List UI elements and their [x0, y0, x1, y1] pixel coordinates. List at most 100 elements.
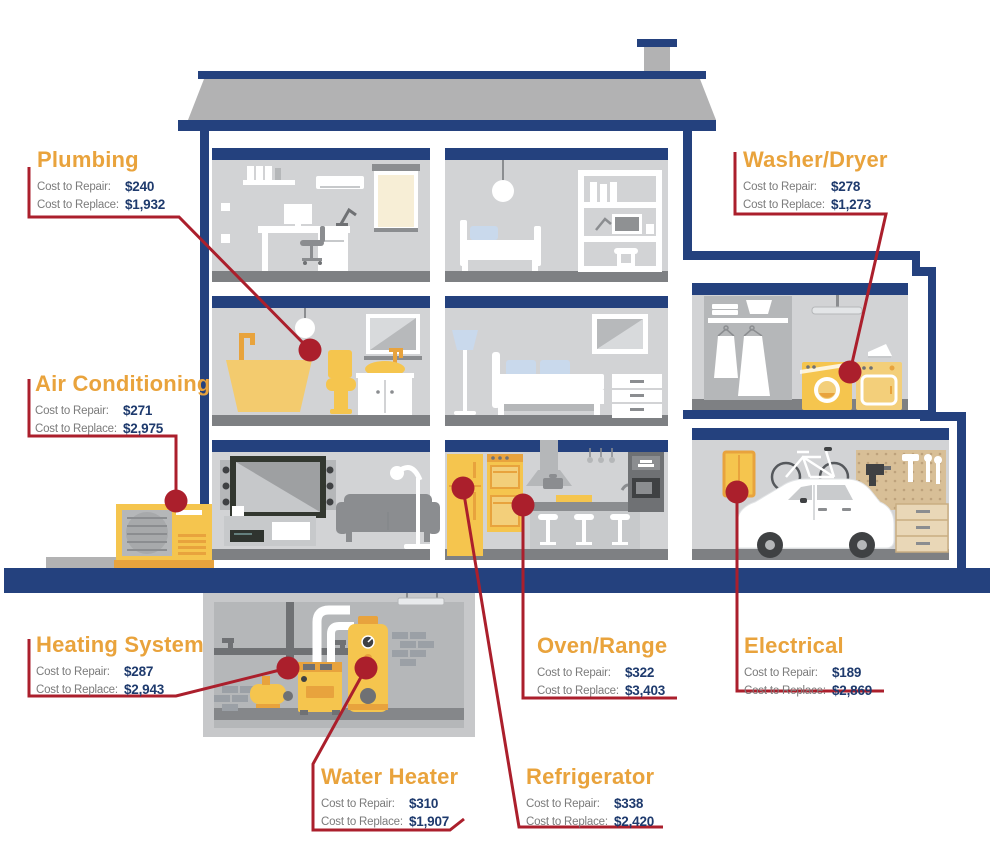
roof — [188, 79, 716, 120]
heating-system-leader — [27, 639, 289, 698]
office-chair — [300, 226, 325, 265]
pencil-cup — [646, 224, 654, 234]
laundry-room — [692, 283, 908, 410]
wall-outlet — [221, 203, 230, 211]
wall-tv — [220, 456, 336, 518]
wing-step-b — [912, 267, 936, 276]
wing-step-a — [912, 258, 920, 269]
ceiling-light — [397, 593, 445, 606]
heating-system-marker-dot — [276, 656, 300, 680]
cost-to-replace-row: Cost to Replace:$2,420 — [526, 814, 655, 829]
wing-roof — [683, 251, 920, 260]
media-player — [230, 530, 264, 542]
callout-title: Air Conditioning — [35, 371, 211, 396]
water-heater-leader — [311, 667, 465, 832]
callout-water-heater: Water Heater Cost to Repair:$310 Cost to… — [321, 764, 458, 831]
office-room — [212, 148, 430, 282]
cost-to-replace-row: Cost to Replace:$2,943 — [36, 682, 165, 697]
iron — [868, 344, 892, 358]
electrical-leader — [735, 492, 884, 693]
floor-lamp — [452, 330, 478, 415]
plumbing-marker-dot — [298, 338, 322, 362]
water-heater-marker-dot — [354, 656, 378, 680]
closet — [704, 296, 792, 400]
kitchen-room — [445, 440, 668, 560]
cost-to-replace-row: Cost to Replace:$2,869 — [744, 683, 873, 698]
chimney-cap — [637, 39, 677, 47]
eave — [178, 120, 716, 131]
callout-title: Oven/Range — [537, 633, 668, 658]
hanging-dress — [738, 336, 770, 396]
wall-outlet — [221, 234, 230, 243]
wall-shelf-books — [243, 166, 295, 185]
desk-lamp — [336, 207, 357, 226]
electrical-marker-dot — [725, 480, 749, 504]
tool-drawers — [895, 503, 949, 553]
callout-title: Electrical — [744, 633, 844, 658]
bar-stool — [538, 514, 558, 545]
washer-dryer-leader — [733, 152, 888, 373]
bathroom-room — [212, 296, 430, 426]
wrench — [924, 454, 932, 482]
oven-range-marker-dot — [511, 493, 535, 517]
cost-to-repair-row: Cost to Repair:$310 — [321, 796, 439, 811]
arc-floor-lamp — [390, 465, 432, 549]
callout-plumbing: Plumbing Cost to Repair:$240 Cost to Rep… — [37, 147, 165, 214]
air-conditioning-leader — [27, 379, 178, 501]
bathtub — [226, 333, 312, 412]
sofa — [336, 494, 440, 542]
car — [736, 478, 895, 558]
plumbing-leader — [27, 167, 312, 352]
left-wall — [200, 131, 209, 568]
furnace — [298, 662, 342, 715]
refrigerator-leader — [461, 487, 663, 829]
pendant-lamp — [492, 160, 514, 202]
cost-to-repair-row: Cost to Repair:$338 — [526, 796, 644, 811]
callout-title: Washer/Dryer — [743, 147, 888, 172]
vertical-pipe — [286, 602, 294, 658]
cost-to-repair-row: Cost to Repair:$278 — [743, 179, 861, 194]
cost-to-repair-row: Cost to Repair:$287 — [36, 664, 154, 679]
office-window — [372, 164, 420, 232]
dryer — [856, 362, 902, 410]
callout-title: Heating System — [36, 632, 204, 657]
horizontal-pipe — [214, 648, 356, 655]
toilet — [326, 350, 356, 414]
side-mirror — [800, 498, 807, 503]
garage-room — [692, 428, 949, 560]
double-bed — [492, 352, 604, 415]
single-bed — [460, 220, 541, 271]
pendant-lamp — [295, 308, 315, 338]
refrigerator-marker-dot — [451, 476, 475, 500]
washer-dryer-marker-dot — [838, 360, 862, 384]
wrench — [934, 456, 942, 484]
callout-washer-dryer: Washer/Dryer Cost to Repair:$278 Cost to… — [743, 147, 888, 214]
cost-to-replace-row: Cost to Replace:$2,975 — [35, 421, 164, 436]
leader-lines — [27, 152, 888, 832]
upper-bedroom-room — [445, 148, 668, 282]
callout-electrical: Electrical Cost to Repair:$189 Cost to R… — [744, 633, 872, 700]
house-structure — [4, 39, 990, 593]
shelf-lamp — [595, 217, 612, 231]
garage-step-bar — [920, 412, 966, 421]
cost-to-replace-row: Cost to Replace:$1,907 — [321, 814, 450, 829]
bar-stool — [610, 514, 630, 545]
callout-refrigerator: Refrigerator Cost to Repair:$338 Cost to… — [526, 764, 654, 831]
cost-to-replace-row: Cost to Replace:$1,932 — [37, 197, 166, 212]
living-room — [212, 440, 440, 560]
basement — [203, 593, 475, 737]
cost-to-repair-row: Cost to Repair:$322 — [537, 665, 655, 680]
hammer — [902, 454, 919, 482]
cost-to-replace-row: Cost to Replace:$3,403 — [537, 683, 666, 698]
air-conditioner-unit — [114, 504, 214, 568]
laundry-floor-bar — [683, 410, 928, 419]
cooking-pot — [543, 474, 563, 489]
air-conditioning-marker-dot — [164, 489, 188, 513]
cost-to-repair-row: Cost to Repair:$189 — [744, 665, 862, 680]
ceiling-light — [811, 295, 863, 315]
cost-to-replace-row: Cost to Replace:$1,273 — [743, 197, 872, 212]
right-wall-upper — [683, 131, 692, 258]
dresser — [612, 374, 662, 418]
